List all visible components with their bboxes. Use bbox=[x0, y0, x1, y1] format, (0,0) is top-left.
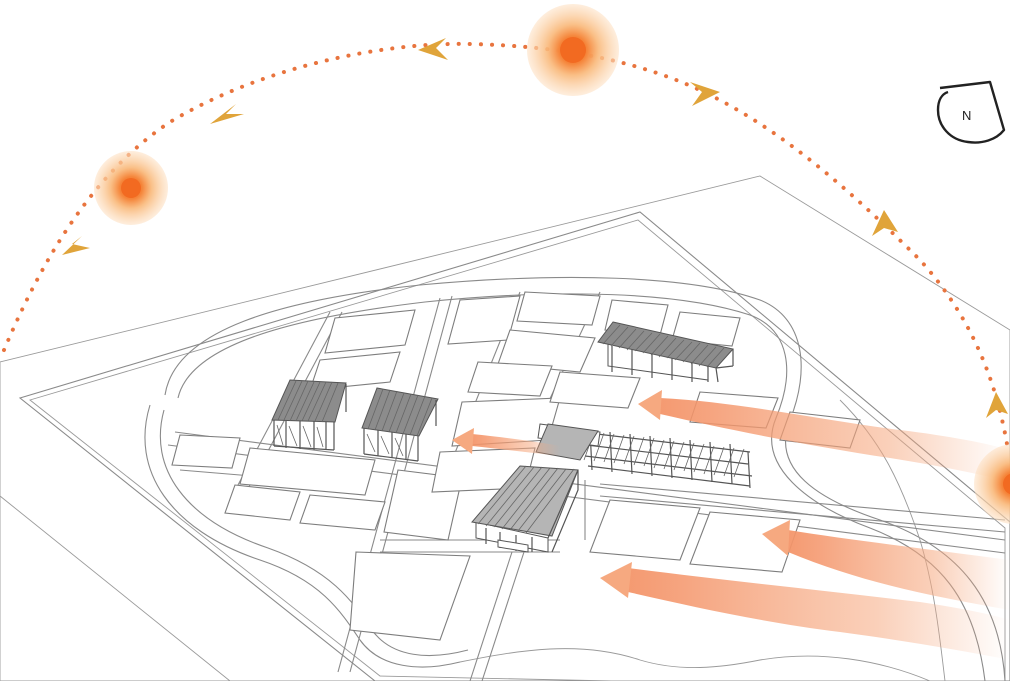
site-plan bbox=[0, 175, 1010, 681]
north-label: N bbox=[962, 108, 971, 123]
ring-road-south bbox=[459, 648, 931, 681]
wind-flow-3 bbox=[762, 520, 1010, 610]
ring-road-outer-2 bbox=[144, 404, 461, 668]
ground-plane bbox=[0, 175, 1010, 681]
arrow-icon bbox=[62, 236, 90, 255]
arrow-icon bbox=[986, 392, 1008, 418]
wind-flow-2 bbox=[452, 428, 560, 456]
wind-flows bbox=[452, 390, 1010, 660]
sun-west bbox=[94, 151, 168, 225]
city-blocks bbox=[171, 291, 861, 641]
arrow-icon bbox=[690, 82, 720, 106]
arrow-icon bbox=[210, 104, 244, 124]
ring-road-inner-2 bbox=[159, 409, 469, 657]
compass-icon bbox=[936, 80, 1006, 144]
arrow-icon bbox=[418, 38, 448, 60]
arrow-icon bbox=[872, 210, 898, 236]
pavilion-northeast bbox=[597, 321, 734, 383]
direction-arrows bbox=[62, 38, 1008, 418]
sun-noon bbox=[527, 4, 619, 96]
pavilion-west-b bbox=[361, 387, 439, 462]
pavilion-west-a bbox=[271, 379, 347, 451]
ring-road-outer bbox=[164, 276, 1006, 681]
sun-east bbox=[974, 444, 1010, 524]
north-compass: N bbox=[936, 80, 1006, 144]
ground-edge-left bbox=[0, 495, 231, 681]
ring-road-inner bbox=[177, 293, 986, 681]
wind-flow-1 bbox=[638, 390, 1010, 482]
site-boundary bbox=[18, 211, 1010, 681]
wind-flow-4 bbox=[600, 562, 1010, 660]
site-boundary-inner bbox=[29, 219, 1006, 681]
sun-path bbox=[2, 4, 1010, 524]
